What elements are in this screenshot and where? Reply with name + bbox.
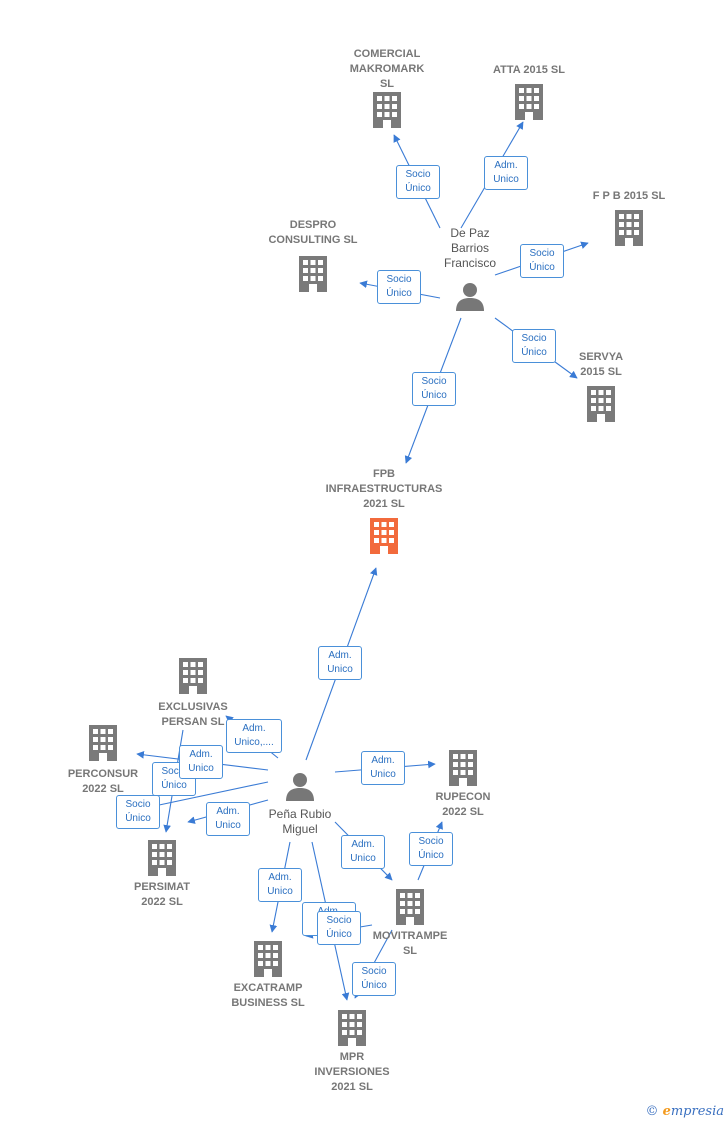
badge-socio-unico[interactable]: Socio Único — [520, 244, 564, 278]
company-name: COMERCIAL MAKROMARK SL — [349, 48, 425, 90]
brand-initial: e — [662, 1104, 671, 1119]
copyright-symbol: © — [645, 1104, 659, 1119]
building-icon — [515, 84, 543, 120]
building-icon — [89, 725, 117, 761]
company-name: PERCONSUR 2022 SL — [67, 768, 139, 795]
company-name: FPB INFRAESTRUCTURAS 2021 SL — [325, 468, 443, 510]
person-name: De Paz Barrios Francisco — [443, 226, 496, 270]
company-name: SERVYA 2015 SL — [578, 351, 624, 378]
company-name: F P B 2015 SL — [592, 190, 666, 202]
company-name: RUPECON 2022 SL — [435, 791, 491, 818]
edge-pena-perconsur-2 — [144, 781, 269, 811]
badge-socio-unico[interactable]: Socio Único — [317, 911, 361, 945]
company-name: DESPRO CONSULTING SL — [268, 219, 358, 246]
badge-socio-unico[interactable]: Socio Único — [409, 832, 453, 866]
company-fpb-infraestructuras-focus[interactable]: FPB INFRAESTRUCTURAS 2021 SL — [304, 467, 464, 554]
badge-adm-unico[interactable]: Adm. Unico — [258, 868, 302, 902]
company-despro-consulting[interactable]: DESPRO CONSULTING SL — [258, 218, 368, 292]
badge-adm-unico-truncated[interactable]: Adm. Unico,.... — [226, 719, 282, 753]
badge-socio-unico[interactable]: Socio Único — [352, 962, 396, 996]
person-icon — [456, 283, 484, 311]
empresia-logo[interactable]: © empresia — [645, 1104, 724, 1119]
badge-adm-unico[interactable]: Adm. Unico — [318, 646, 362, 680]
person-de-paz-barrios[interactable]: De Paz Barrios Francisco — [422, 226, 518, 311]
company-comercial-makromark[interactable]: COMERCIAL MAKROMARK SL — [339, 47, 435, 128]
badge-adm-unico[interactable]: Adm. Unico — [341, 835, 385, 869]
building-icon — [396, 889, 424, 925]
badge-socio-unico[interactable]: Socio Único — [396, 165, 440, 199]
badge-adm-unico[interactable]: Adm. Unico — [206, 802, 250, 836]
badge-socio-unico[interactable]: Socio Único — [412, 372, 456, 406]
company-excatramp-business[interactable]: EXCATRAMP BUSINESS SL — [216, 941, 320, 1011]
badge-adm-unico[interactable]: Adm. Unico — [361, 751, 405, 785]
company-perconsur-2022[interactable]: PERCONSUR 2022 SL — [55, 725, 151, 797]
company-exclusivas-persan[interactable]: EXCLUSIVAS PERSAN SL — [145, 658, 241, 730]
company-rupecon-2022[interactable]: RUPECON 2022 SL — [418, 750, 508, 820]
badge-socio-unico[interactable]: Socio Único — [512, 329, 556, 363]
building-icon — [179, 658, 207, 694]
person-name: Peña Rubio Miguel — [268, 807, 332, 836]
company-fpb-2015[interactable]: F P B 2015 SL — [574, 189, 684, 246]
badge-socio-unico[interactable]: Socio Único — [116, 795, 160, 829]
company-servya-2015[interactable]: SERVYA 2015 SL — [556, 350, 646, 422]
building-icon — [615, 210, 643, 246]
company-atta-2015[interactable]: ATTA 2015 SL — [474, 63, 584, 120]
building-icon — [338, 1010, 366, 1046]
building-icon — [449, 750, 477, 786]
company-mpr-inversiones[interactable]: MPR INVERSIONES 2021 SL — [304, 1010, 400, 1095]
building-icon-highlighted — [370, 518, 398, 554]
company-persimat-2022[interactable]: PERSIMAT 2022 SL — [117, 840, 207, 910]
building-icon — [373, 92, 401, 128]
company-name: MPR INVERSIONES 2021 SL — [314, 1051, 390, 1093]
building-icon — [148, 840, 176, 876]
brand-name: mpresia — [670, 1104, 724, 1119]
company-name: MOVITRAMPE SL — [372, 930, 448, 957]
badge-adm-unico[interactable]: Adm. Unico — [484, 156, 528, 190]
badge-socio-unico[interactable]: Socio Único — [377, 270, 421, 304]
company-name: PERSIMAT 2022 SL — [133, 881, 191, 908]
building-icon — [299, 256, 327, 292]
person-pena-rubio[interactable]: Peña Rubio Miguel — [252, 771, 348, 837]
person-icon — [286, 773, 314, 801]
company-movitrampe[interactable]: MOVITRAMPE SL — [362, 889, 458, 959]
company-name: EXCLUSIVAS PERSAN SL — [158, 701, 228, 728]
building-icon — [254, 941, 282, 977]
company-name: EXCATRAMP BUSINESS SL — [231, 982, 305, 1009]
badge-adm-unico[interactable]: Adm. Unico — [179, 745, 223, 779]
company-name: ATTA 2015 SL — [493, 64, 565, 76]
building-icon — [587, 386, 615, 422]
